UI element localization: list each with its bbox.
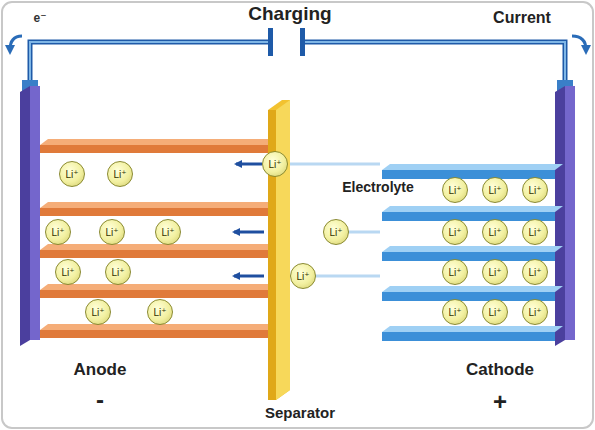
lithium-ion: Li⁺ (105, 259, 131, 285)
lithium-ion: Li⁺ (522, 177, 548, 203)
ion-label: Li⁺ (448, 307, 461, 318)
process-title: Charging (248, 3, 331, 25)
polarity-sign: + (493, 388, 507, 416)
lithium-ion: Li⁺ (99, 219, 125, 245)
electrolyte-label: Electrolyte (342, 179, 414, 195)
anode-label: Anode (74, 360, 127, 380)
lithium-ion: Li⁺ (442, 299, 468, 325)
electron-symbol: e⁻ (33, 11, 46, 25)
ion-label: Li⁺ (528, 267, 541, 278)
lithium-ion: Li⁺ (45, 219, 71, 245)
lithium-ion: Li⁺ (522, 219, 548, 245)
lithium-ion: Li⁺ (262, 151, 288, 177)
ion-label: Li⁺ (448, 185, 461, 196)
ion-label: Li⁺ (528, 185, 541, 196)
lithium-ion: Li⁺ (323, 219, 349, 245)
lithium-ion: Li⁺ (442, 259, 468, 285)
ion-label: Li⁺ (528, 227, 541, 238)
ion-label: Li⁺ (268, 159, 281, 170)
current-label: Current (493, 9, 551, 27)
lithium-ion: Li⁺ (482, 259, 508, 285)
ion-label: Li⁺ (51, 227, 64, 238)
lithium-ion: Li⁺ (107, 161, 133, 187)
ion-label: Li⁺ (488, 307, 501, 318)
ion-label: Li⁺ (488, 185, 501, 196)
ion-label: Li⁺ (296, 271, 309, 282)
lithium-ion: Li⁺ (59, 161, 85, 187)
lithium-ion: Li⁺ (290, 263, 316, 289)
ion-label: Li⁺ (448, 267, 461, 278)
lithium-ion: Li⁺ (155, 219, 181, 245)
separator-label: Separator (265, 404, 335, 421)
ion-label: Li⁺ (153, 307, 166, 318)
ion-label: Li⁺ (329, 227, 342, 238)
lithium-ion: Li⁺ (55, 259, 81, 285)
ion-label: Li⁺ (113, 169, 126, 180)
lithium-ion: Li⁺ (522, 299, 548, 325)
ion-label: Li⁺ (488, 227, 501, 238)
lithium-ion: Li⁺ (442, 219, 468, 245)
lithium-ion: Li⁺ (522, 259, 548, 285)
ion-label: Li⁺ (61, 267, 74, 278)
ion-label: Li⁺ (448, 227, 461, 238)
lithium-ion: Li⁺ (482, 177, 508, 203)
lithium-ion: Li⁺ (482, 219, 508, 245)
lithium-ion: Li⁺ (482, 299, 508, 325)
ion-label: Li⁺ (488, 267, 501, 278)
ion-label: Li⁺ (91, 307, 104, 318)
ion-label: Li⁺ (105, 227, 118, 238)
ion-label: Li⁺ (528, 307, 541, 318)
cathode-label: Cathode (466, 360, 534, 380)
lithium-ion: Li⁺ (147, 299, 173, 325)
lithium-ion: Li⁺ (442, 177, 468, 203)
ion-label: Li⁺ (161, 227, 174, 238)
ion-label: Li⁺ (111, 267, 124, 278)
polarity-sign: - (96, 386, 104, 414)
ion-label: Li⁺ (65, 169, 78, 180)
lithium-ion: Li⁺ (85, 299, 111, 325)
